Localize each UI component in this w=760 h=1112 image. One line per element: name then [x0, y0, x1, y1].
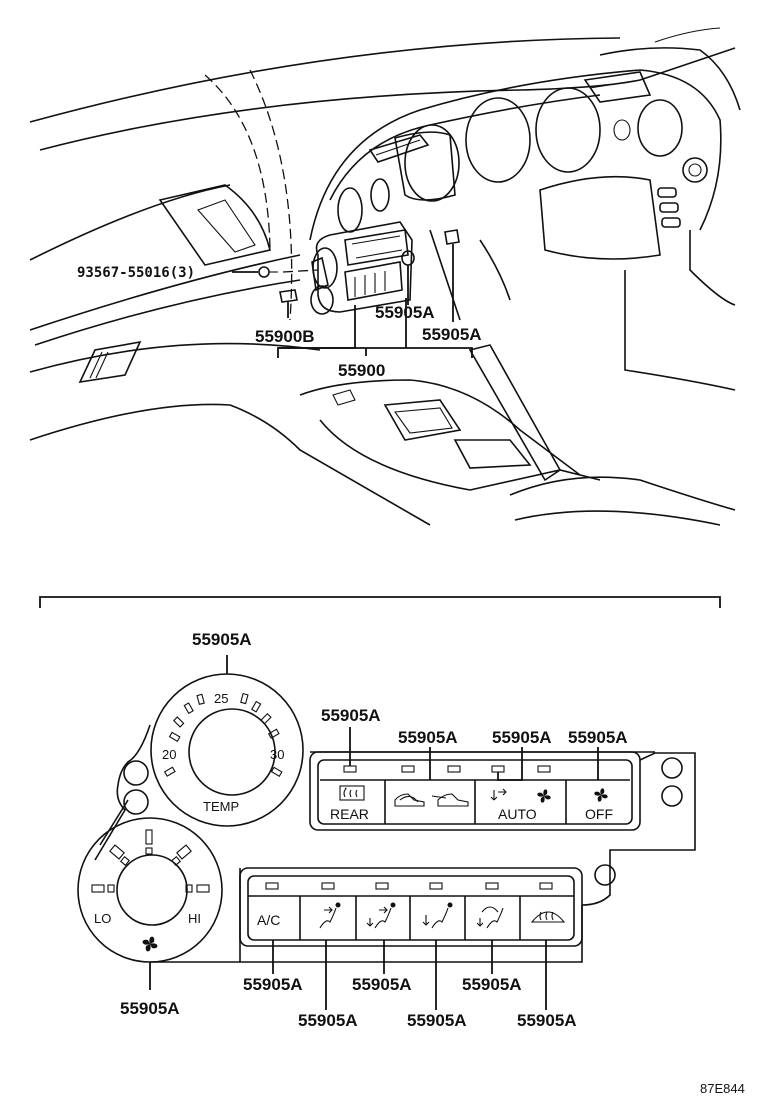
recirc-bulb-callout: 55905A [398, 728, 458, 747]
fan-lo-label: LO [94, 911, 111, 926]
fan-off-icon [594, 788, 608, 802]
fan-speed-dial: LO HI [77, 817, 223, 963]
fresh-air-button[interactable] [431, 793, 469, 807]
mode-panel: REAR AUTO [309, 751, 641, 831]
rear-label: REAR [330, 806, 369, 822]
fan-off-button[interactable]: OFF [585, 788, 613, 822]
clip-part-number: 55900B [255, 327, 315, 346]
temp-scale-25: 25 [214, 691, 228, 706]
bulb-part-number-1: 55905A [375, 303, 435, 322]
bi-level-bulb-callout: 55905A [352, 975, 412, 994]
detail-bracket [39, 596, 721, 608]
foot-vent-icon [422, 902, 453, 929]
vent-panel: A/C [239, 867, 583, 947]
auto-mode-icon [490, 788, 551, 803]
foot-defrost-button[interactable] [476, 906, 504, 929]
temp-caption: TEMP [203, 799, 239, 814]
face-vent-icon [319, 902, 341, 929]
auto-label: AUTO [498, 806, 537, 822]
ac-bulb-callout: 55905A [243, 975, 303, 994]
front-defroster-icon [530, 911, 566, 923]
fan-icon [142, 936, 158, 952]
face-vent-bulb-callout: 55905A [298, 1011, 358, 1030]
bi-level-vent-icon [366, 902, 396, 929]
temp-dial-callout: 55905A [192, 630, 252, 649]
recirculation-icon [394, 793, 425, 807]
face-vent-button[interactable] [319, 902, 341, 929]
defroster-bulb-callout: 55905A [517, 1011, 577, 1030]
screw-part-number: 93567-55016(3) [77, 265, 195, 281]
rear-bulb-callout: 55905A [321, 706, 381, 725]
foot-defrost-bulb-callout: 55905A [462, 975, 522, 994]
temp-scale-20: 20 [162, 747, 176, 762]
off-bulb-callout: 55905A [568, 728, 628, 747]
temp-scale-30: 30 [270, 747, 284, 762]
front-defroster-button[interactable] [530, 911, 566, 923]
ac-label: A/C [257, 912, 280, 928]
assembly-part-number: 55900 [338, 361, 385, 380]
fan-hi-label: HI [188, 911, 201, 926]
control-panel-detail: 25 20 30 TEMP 55905A [77, 630, 696, 1030]
off-label: OFF [585, 806, 613, 822]
temperature-dial: 25 20 30 TEMP [150, 673, 304, 827]
rear-defogger-button[interactable]: REAR [330, 785, 369, 822]
foot-defrost-icon [476, 906, 504, 929]
temp-scale-ticks [163, 692, 283, 777]
recirculation-button[interactable] [394, 793, 425, 807]
fan-dial-callout: 55905A [120, 999, 180, 1018]
fresh-air-icon [431, 793, 469, 807]
foot-vent-bulb-callout: 55905A [407, 1011, 467, 1030]
rear-defogger-icon [343, 787, 358, 798]
auto-bulb-callout: 55905A [492, 728, 552, 747]
ac-button[interactable]: A/C [257, 912, 280, 928]
foot-vent-button[interactable] [422, 902, 453, 929]
figure-code: 87E844 [700, 1081, 745, 1096]
bulb-part-number-2: 55905A [422, 325, 482, 344]
dashboard-view: 93567-55016(3) 55900B 55905A 55905A 5590… [29, 27, 741, 526]
auto-mode-button[interactable]: AUTO [490, 788, 551, 822]
bi-level-vent-button[interactable] [366, 902, 396, 929]
